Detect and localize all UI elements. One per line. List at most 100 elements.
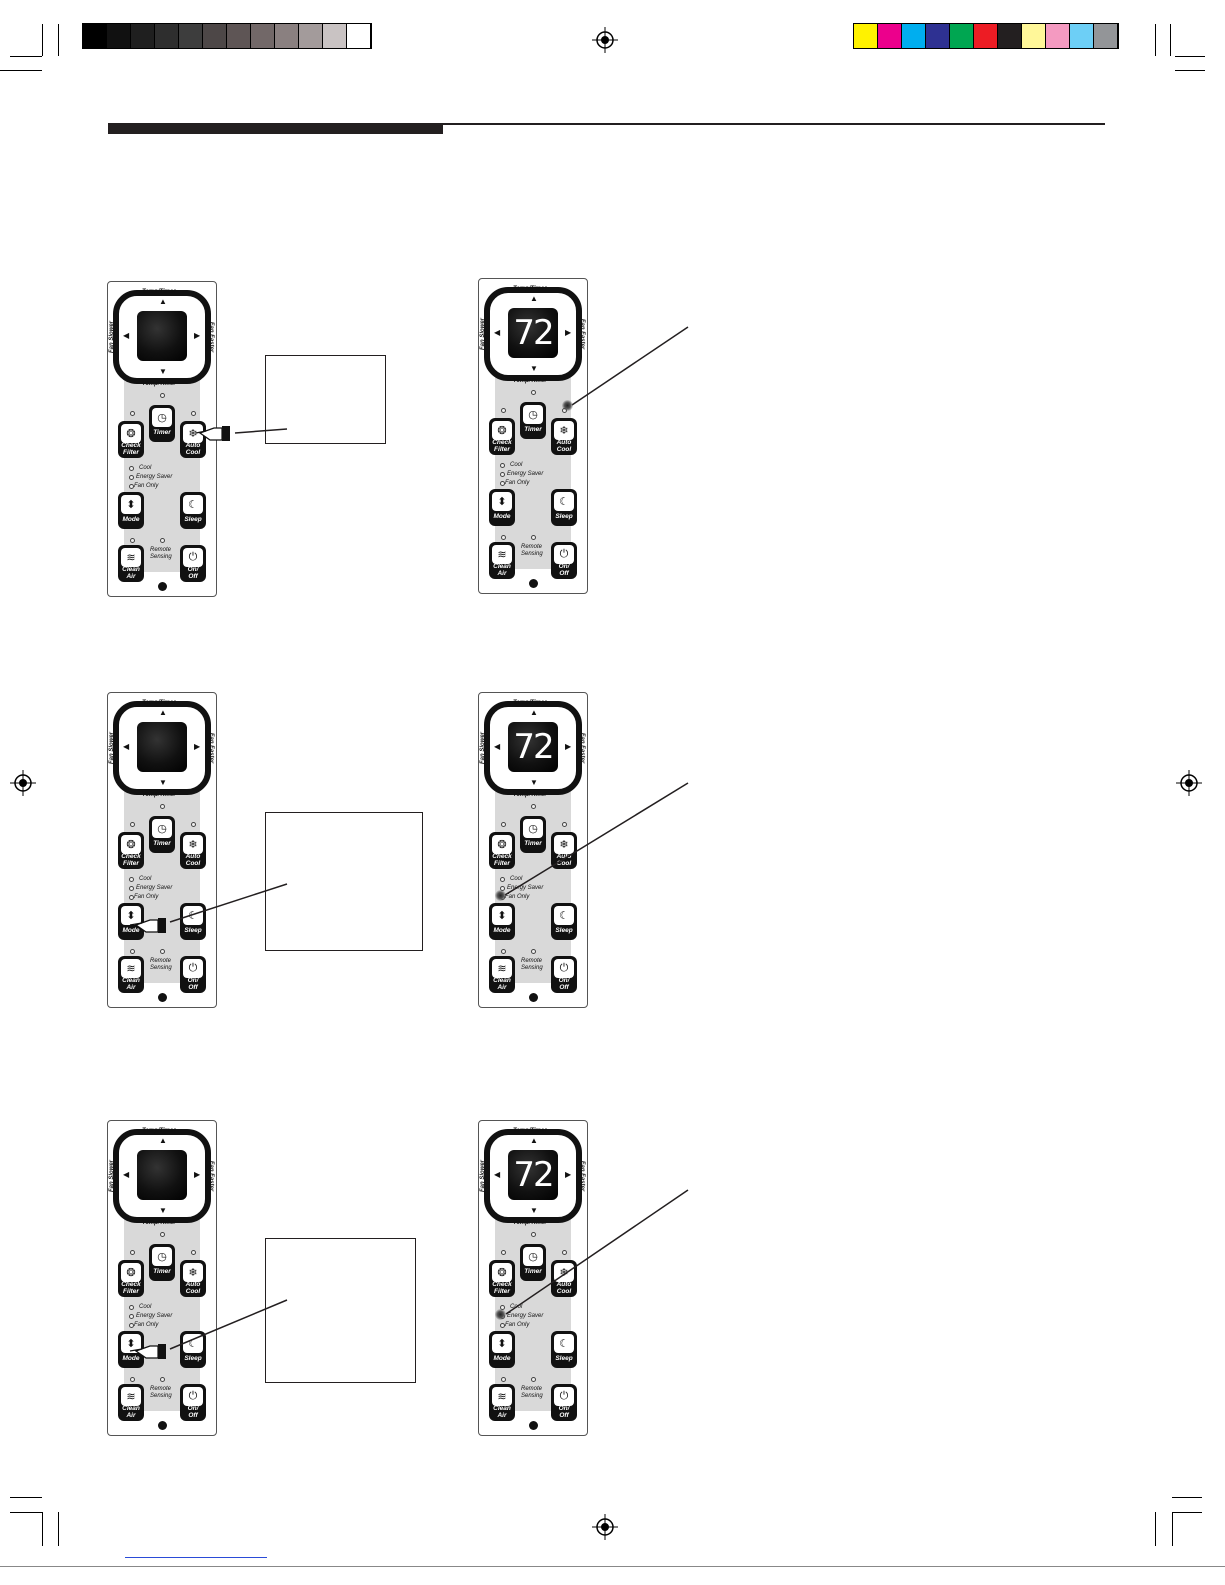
power-button[interactable]: ⏻ On/Off [551,542,577,579]
color-swatch [998,24,1022,48]
mode-button[interactable]: ⬍ Mode [118,1331,144,1368]
indicator-glow [495,1309,506,1320]
mode-button[interactable]: ⬍ Mode [118,903,144,940]
label-temp-timer-bottom: Temp/Timer [142,792,176,798]
timer-button[interactable]: ◷ Timer [149,816,175,853]
mode-fan-only-label: Fan Only [134,1322,159,1328]
timer-button[interactable]: ◷ Timer [520,402,546,439]
remote-sensor [158,993,167,1002]
sleep-button[interactable]: ☾ Sleep [551,1331,577,1368]
up-down-arrows-icon: ⬍ [121,906,141,925]
timer-button[interactable]: ◷ Timer [149,405,175,442]
color-swatch [926,24,950,48]
cool-label: Cool [185,1287,201,1295]
arrow-left-icon[interactable]: ◀ [494,742,501,751]
mode-button[interactable]: ⬍ Mode [489,1331,515,1368]
led-auto-cool [191,1250,196,1255]
led-timer [160,804,165,809]
arrow-left-icon[interactable]: ◀ [494,328,501,337]
arrow-left-icon[interactable]: ◀ [123,742,130,751]
timer-button[interactable]: ◷ Timer [520,816,546,853]
gray-swatch [227,24,251,48]
power-button[interactable]: ⏻ On/Off [551,1384,577,1421]
power-button[interactable]: ⏻ On/Off [180,956,206,993]
led-check-filter [130,1250,135,1255]
arrow-right-icon[interactable]: ▶ [194,331,201,340]
off-label: Off [188,983,198,991]
led-cool [500,463,505,468]
arrow-left-icon[interactable]: ◀ [123,1170,130,1179]
led-remote-sensing [160,1377,165,1382]
mode-label: Mode [122,927,140,934]
timer-button[interactable]: ◷ Timer [149,1244,175,1281]
mode-button[interactable]: ⬍ Mode [118,492,144,529]
led-clean-air [130,538,135,543]
arrow-right-icon[interactable]: ▶ [565,328,572,337]
arrow-up-icon[interactable]: ▲ [159,297,167,306]
arrow-right-icon[interactable]: ▶ [565,742,572,751]
label-temp-timer-bottom: Temp/Timer [142,381,176,387]
sleep-button[interactable]: ☾ Sleep [551,489,577,526]
arrow-right-icon[interactable]: ▶ [194,742,201,751]
power-button[interactable]: ⏻ On/Off [551,956,577,993]
up-down-arrows-icon: ⬍ [121,495,141,514]
arrow-right-icon[interactable]: ▶ [194,1170,201,1179]
timer-button[interactable]: ◷ Timer [520,1244,546,1281]
arrow-down-icon[interactable]: ▼ [530,1206,538,1215]
arrow-down-icon[interactable]: ▼ [530,364,538,373]
power-icon: ⏻ [554,959,574,978]
arrow-down-icon[interactable]: ▼ [159,367,167,376]
mode-button[interactable]: ⬍ Mode [489,489,515,526]
power-button[interactable]: ⏻ On/Off [180,1384,206,1421]
arrow-up-icon[interactable]: ▲ [530,1136,538,1145]
arrow-up-icon[interactable]: ▲ [530,294,538,303]
led-check-filter [501,1250,506,1255]
sleep-button[interactable]: ☾ Sleep [551,903,577,940]
led-fan-only [129,895,134,900]
auto-label: Auto [556,1281,572,1288]
led-check-filter [130,822,135,827]
arrow-left-icon[interactable]: ◀ [123,331,130,340]
sleep-button[interactable]: ☾ Sleep [180,1331,206,1368]
arrow-right-icon[interactable]: ▶ [565,1170,572,1179]
timer-label: Timer [153,840,171,847]
arrow-up-icon[interactable]: ▲ [530,708,538,717]
arrow-up-icon[interactable]: ▲ [159,708,167,717]
sleep-label: Sleep [555,1355,573,1362]
arrow-down-icon[interactable]: ▼ [530,778,538,787]
arrow-up-icon[interactable]: ▲ [159,1136,167,1145]
sleep-button[interactable]: ☾ Sleep [180,903,206,940]
arrow-down-icon[interactable]: ▼ [159,778,167,787]
auto-label: Auto [556,439,572,446]
mode-button[interactable]: ⬍ Mode [489,903,515,940]
pointing-hand-icon [129,1344,166,1359]
color-swatch [902,24,926,48]
remote-label: Remote [521,544,543,550]
power-button[interactable]: ⏻ On/Off [180,545,206,582]
arrow-down-icon[interactable]: ▼ [159,1206,167,1215]
led-energy-saver [129,475,134,480]
sleep-button[interactable]: ☾ Sleep [180,492,206,529]
arrow-left-icon[interactable]: ◀ [494,1170,501,1179]
